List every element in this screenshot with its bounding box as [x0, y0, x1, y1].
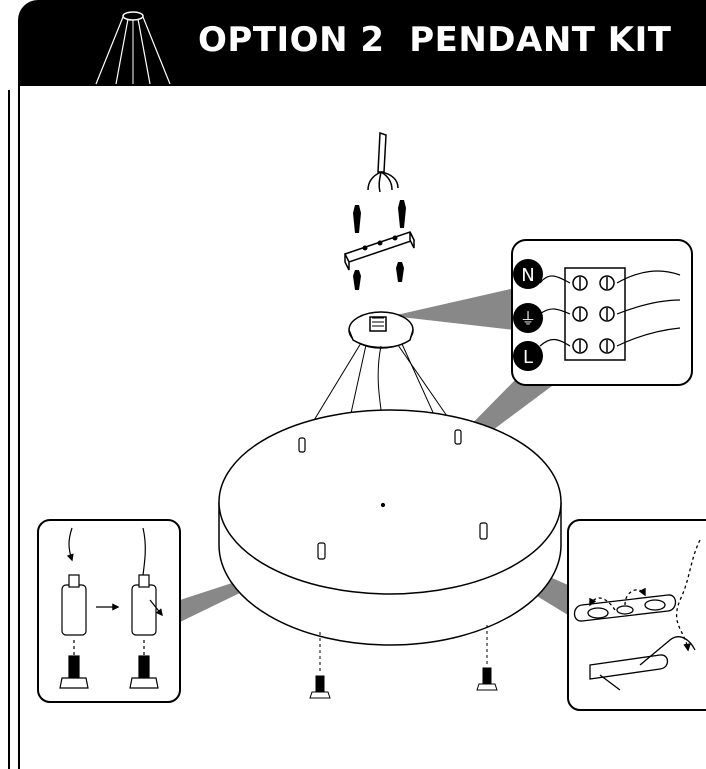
light-fixture-disc	[218, 409, 562, 646]
terminal-block-callout: N ⏚ L	[511, 239, 693, 386]
mains-cable	[367, 131, 399, 193]
earth-marker	[513, 303, 543, 333]
diagram-frame	[18, 86, 706, 769]
cable-grippers	[298, 429, 488, 560]
bottom-screws	[309, 625, 498, 699]
page-edge-rule	[8, 90, 10, 769]
page-title: OPTION 2 PENDANT KIT	[198, 20, 672, 60]
cable-adjust-callout-right	[567, 519, 706, 711]
gripper-callout-left	[37, 519, 181, 703]
callout-wedge-terminal	[392, 288, 515, 330]
ground-symbol-icon: ⏚	[520, 309, 536, 328]
live-marker	[513, 341, 543, 371]
header-bar: OPTION 2 PENDANT KIT	[18, 0, 706, 86]
live-label: L	[523, 347, 533, 368]
pendant-lamp-icon	[95, 11, 171, 85]
neutral-label: N	[521, 265, 534, 286]
mounting-bracket	[343, 200, 416, 290]
ceiling-canopy	[348, 311, 414, 349]
neutral-marker	[513, 259, 543, 289]
